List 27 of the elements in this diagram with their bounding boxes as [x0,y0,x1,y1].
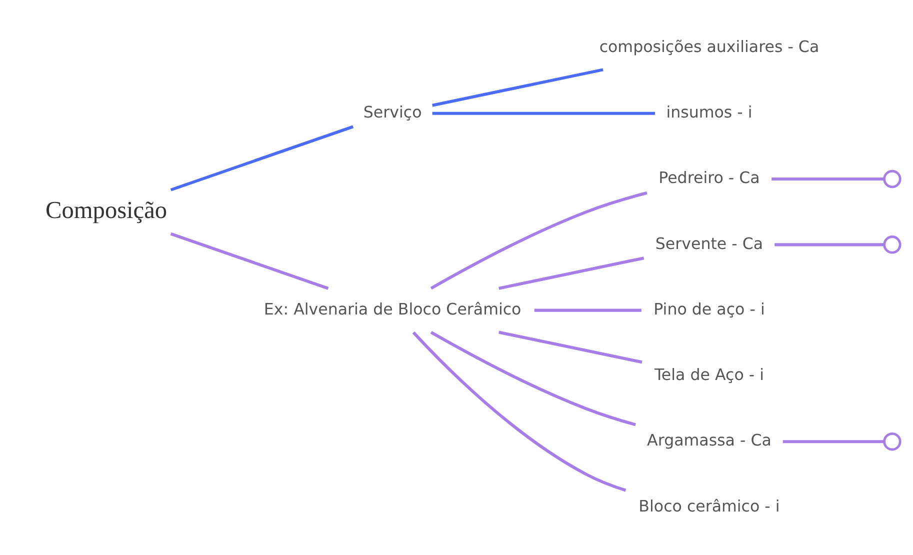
node-text: insumos - i [666,102,752,122]
node-text: Pedreiro - Ca [658,168,760,188]
node-circle [882,432,901,451]
connector [430,331,636,426]
node-circle [882,236,901,254]
connector [170,125,354,192]
connector [412,331,626,492]
node-text: Tela de Aço - i [654,365,764,384]
node-text: Bloco cerâmico - i [638,496,780,516]
node-circle [882,170,901,188]
connector [498,330,642,364]
connector [498,256,644,290]
connector [782,440,884,444]
connector [534,308,641,312]
connector [771,178,884,181]
connector [432,68,603,107]
node-text: Serviço [362,102,422,122]
node-text: Pino de aço - i [653,299,764,318]
node-text: Servente - Ca [654,234,763,253]
node-text: composições auxiliares - Ca [598,36,819,56]
node-text: Argamassa - Ca [646,430,771,450]
node-text: Composição [45,196,167,224]
node-text: Ex: Alvenaria de Bloco Cerâmico [263,299,521,318]
connector [170,232,328,290]
connector [430,191,647,290]
connector [432,112,655,115]
connector [774,243,884,246]
